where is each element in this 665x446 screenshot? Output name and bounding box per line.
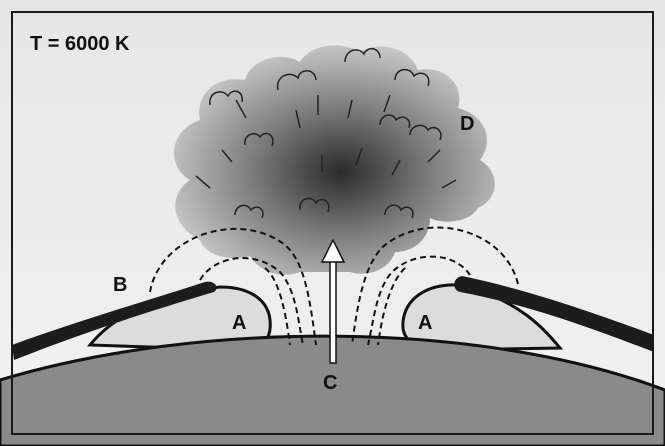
label-b: B [113, 274, 127, 296]
label-a-right: A [418, 312, 432, 334]
label-c: C [323, 372, 337, 394]
temperature-label: T = 6000 K [30, 33, 130, 55]
label-d: D [460, 113, 474, 135]
label-a-left: A [232, 312, 246, 334]
